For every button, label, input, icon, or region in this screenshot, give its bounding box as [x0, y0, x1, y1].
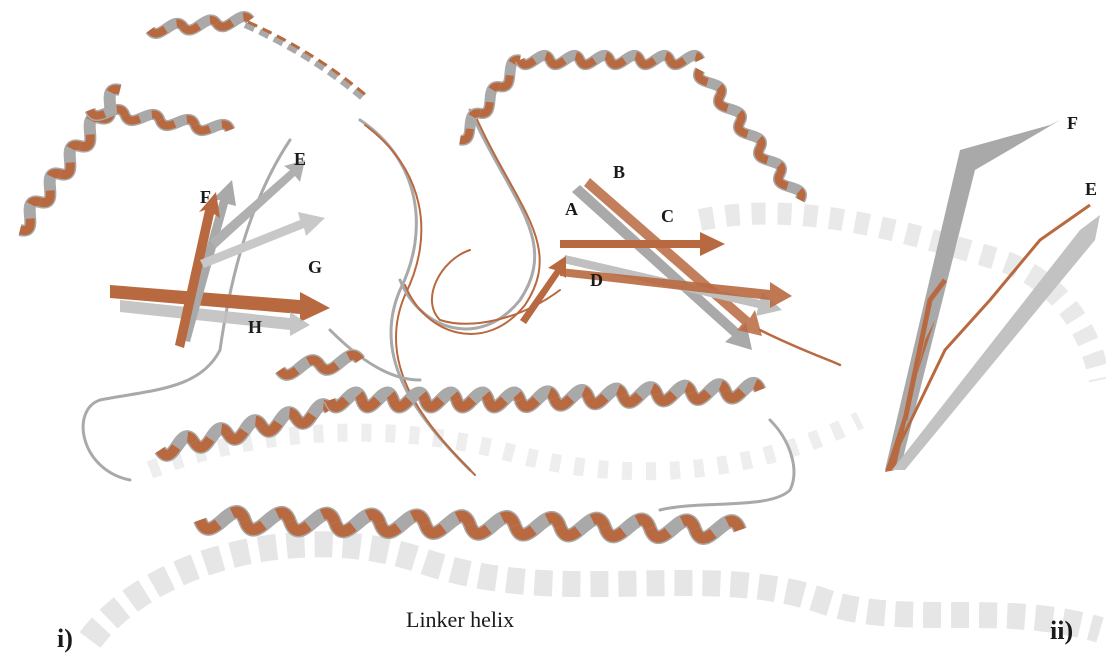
inset-strand-comparison: [885, 120, 1100, 472]
linker-helix: [200, 512, 740, 538]
strand-label-a: A: [565, 200, 578, 218]
strand-label-f: F: [200, 188, 211, 206]
left-beta-sheet: [110, 160, 330, 348]
strand-label-d: D: [590, 271, 603, 289]
disordered-segment: [245, 22, 368, 100]
panel-label-i: i): [57, 626, 73, 652]
strand-label-e: E: [294, 150, 306, 168]
strand-label-c: C: [661, 207, 674, 225]
linker-helix-caption: Linker helix: [406, 609, 514, 631]
strand-label-g: G: [308, 258, 322, 276]
strand-label-b: B: [613, 163, 625, 181]
strand-label-h: H: [248, 318, 262, 336]
inset-strand-label-f: F: [1067, 114, 1078, 132]
inset-strand-label-e: E: [1085, 180, 1097, 198]
panel-label-ii: ii): [1050, 618, 1073, 644]
top-domain-helices: [460, 55, 801, 200]
